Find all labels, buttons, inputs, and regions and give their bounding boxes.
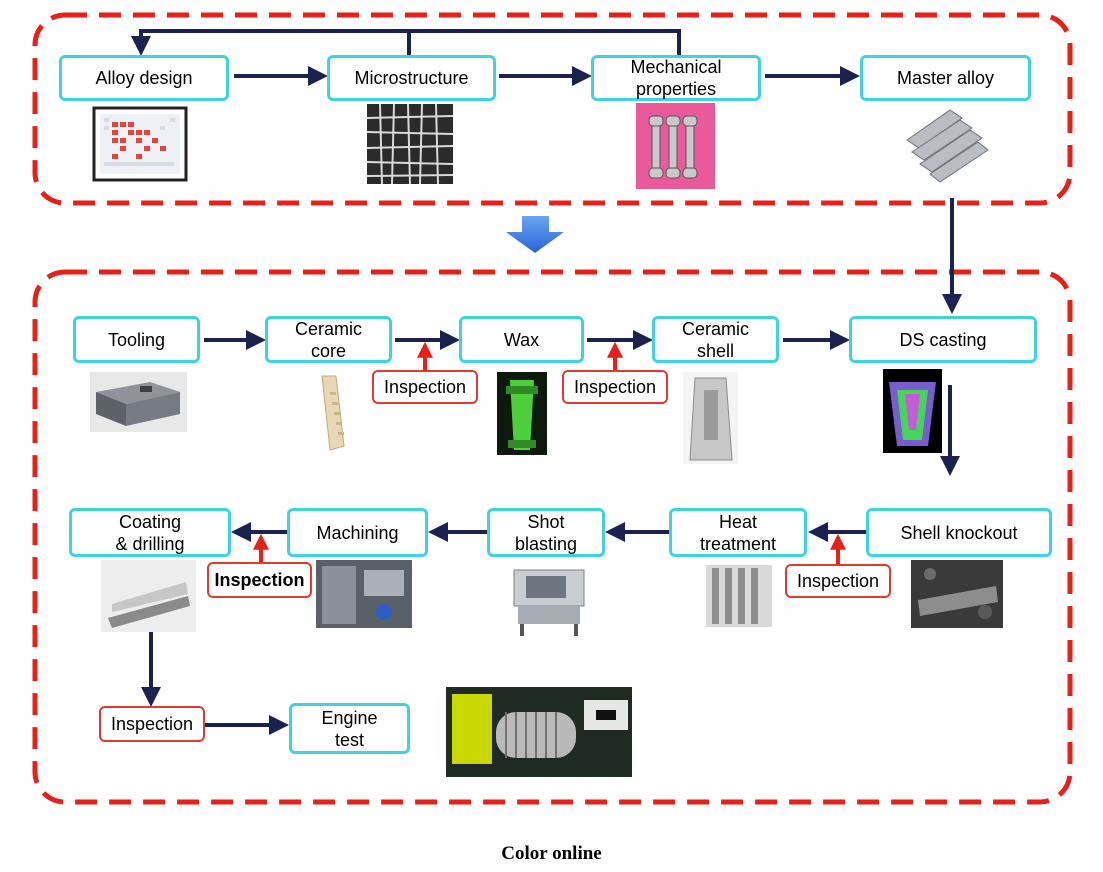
engine-test-rig-image <box>446 687 632 777</box>
inspection-box-machining-coating: Inspection <box>207 562 312 598</box>
casting-stage-frame <box>32 269 1073 805</box>
ceramic-shell-box: Ceramic shell <box>652 316 779 363</box>
shot-blasting-box: Shot blasting <box>487 508 605 557</box>
master-alloy-box: Master alloy <box>860 55 1031 101</box>
ds-casting-box: DS casting <box>849 316 1037 363</box>
machining-image <box>316 560 412 628</box>
coating-drilling-box: Coating & drilling <box>69 508 231 557</box>
inspection-box-final: Inspection <box>99 706 205 742</box>
shell-knockout-box: Shell knockout <box>866 508 1052 557</box>
figure-caption: Color online <box>501 843 602 864</box>
ds-casting-simulation-image <box>883 369 942 453</box>
tensile-specimens-image <box>636 103 715 189</box>
periodic-table-image <box>92 106 188 182</box>
ceramic-core-box: Ceramic core <box>265 316 392 363</box>
tooling-box: Tooling <box>73 316 200 363</box>
shot-blasting-machine-image <box>508 560 590 638</box>
heat-treated-blades-image <box>706 565 772 627</box>
microstructure-box: Microstructure <box>327 55 496 101</box>
ceramic-shell-image <box>683 372 738 464</box>
alloy-design-box: Alloy design <box>59 55 229 101</box>
alloy-stage-frame <box>32 12 1073 206</box>
inspection-box-core-wax: Inspection <box>372 370 478 404</box>
shell-knockout-image <box>911 560 1003 628</box>
inspection-box-knockout-heat: Inspection <box>785 564 891 598</box>
tooling-die-image <box>90 372 187 432</box>
inspection-box-wax-shell: Inspection <box>562 370 668 404</box>
microstructure-micrograph-image <box>366 103 454 185</box>
ceramic-core-image <box>312 372 352 451</box>
engine-test-box: Engine test <box>289 703 410 754</box>
machining-box: Machining <box>287 508 428 557</box>
mechanical-properties-box: Mechanical properties <box>591 55 761 101</box>
coated-blade-image <box>101 560 196 632</box>
stage-transition-arrow <box>506 216 564 253</box>
heat-treatment-box: Heat treatment <box>669 508 807 557</box>
alloy-bars-image <box>903 103 992 189</box>
wax-box: Wax <box>459 316 584 363</box>
wax-pattern-image <box>497 372 547 455</box>
